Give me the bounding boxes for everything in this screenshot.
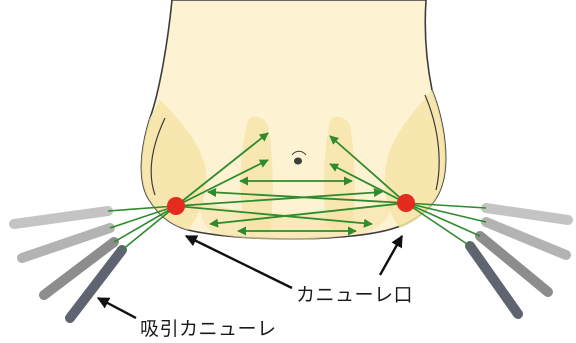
pointer-arrow-cannula: [98, 298, 136, 318]
cannula-label: 吸引カニューレ: [140, 314, 277, 341]
right-port-dot: [397, 194, 415, 212]
pointer-arrow-right-port: [380, 236, 402, 275]
cannula-tube: [14, 211, 108, 224]
navel: [294, 158, 302, 165]
pointer-arrow-left-port: [186, 236, 292, 288]
cannula-tube: [486, 208, 568, 220]
port-label: カニューレ口: [296, 280, 413, 307]
left-port-dot: [167, 197, 185, 215]
right-cannulas: [470, 208, 568, 314]
